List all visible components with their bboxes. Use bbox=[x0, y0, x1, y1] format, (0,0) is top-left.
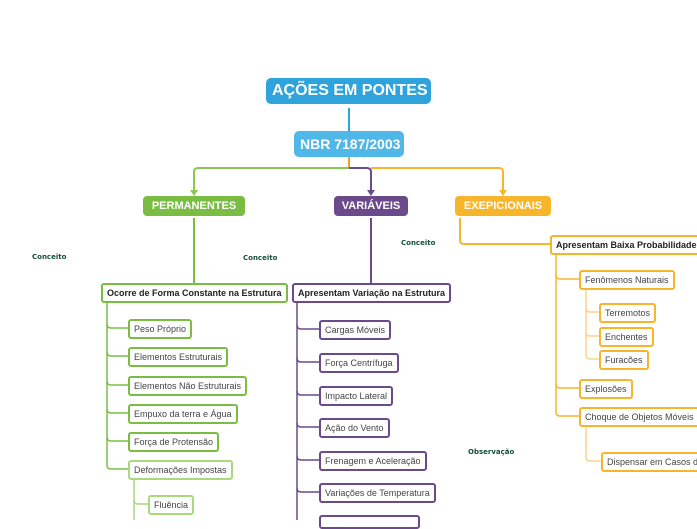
category-variaveis[interactable]: VARIÁVEIS bbox=[334, 196, 408, 216]
category-excepcionais[interactable]: EXEPICIONAIS bbox=[455, 196, 551, 216]
permanentes-definition[interactable]: Ocorre de Forma Constante na Estrutura bbox=[101, 283, 288, 303]
excepcionais-item[interactable]: Fenômenos Naturais bbox=[579, 270, 675, 290]
variaveis-item[interactable]: Força Centrífuga bbox=[319, 353, 399, 373]
concept-label: Conceito bbox=[401, 239, 436, 247]
permanentes-item[interactable]: Peso Próprio bbox=[128, 319, 193, 339]
concept-label: Conceito bbox=[32, 253, 67, 261]
variaveis-item[interactable]: Variações de Temperatura bbox=[319, 483, 436, 503]
variaveis-item[interactable]: Cargas Móveis bbox=[319, 320, 392, 340]
deformacoes-child[interactable]: Fluência bbox=[148, 495, 195, 515]
variaveis-item[interactable]: Ação do Vento bbox=[319, 418, 390, 438]
fenomenos-child[interactable]: Enchentes bbox=[599, 327, 654, 347]
observation-label: Observação bbox=[468, 448, 515, 456]
fenomenos-child[interactable]: Furacões bbox=[599, 350, 649, 370]
concept-label: Conceito bbox=[243, 254, 278, 262]
variaveis-item[interactable]: Frenagem e Aceleração bbox=[319, 451, 427, 471]
fenomenos-child[interactable]: Terremotos bbox=[599, 303, 657, 323]
variaveis-item[interactable]: Impacto Lateral bbox=[319, 386, 394, 406]
permanentes-item[interactable]: Força de Protensão bbox=[128, 432, 220, 452]
standard-node[interactable]: NBR 7187/2003 bbox=[294, 131, 404, 157]
permanentes-item[interactable]: Deformações Impostas bbox=[128, 460, 233, 480]
permanentes-item[interactable]: Elementos Estruturais bbox=[128, 347, 229, 367]
root-node[interactable]: AÇÕES EM PONTES bbox=[266, 78, 431, 104]
excepcionais-definition[interactable]: Apresentam Baixa Probabilidade bbox=[550, 235, 697, 255]
excepcionais-item[interactable]: Choque de Objetos Móveis bbox=[579, 407, 697, 427]
choque-child[interactable]: Dispensar em Casos d bbox=[601, 452, 697, 472]
variaveis-definition[interactable]: Apresentam Variação na Estrutura bbox=[292, 283, 452, 303]
variaveis-item[interactable] bbox=[319, 515, 420, 529]
permanentes-item[interactable]: Empuxo da terra e Água bbox=[128, 404, 238, 424]
permanentes-item[interactable]: Elementos Não Estruturais bbox=[128, 376, 248, 396]
category-permanentes[interactable]: PERMANENTES bbox=[143, 196, 245, 216]
excepcionais-item[interactable]: Explosões bbox=[579, 379, 633, 399]
